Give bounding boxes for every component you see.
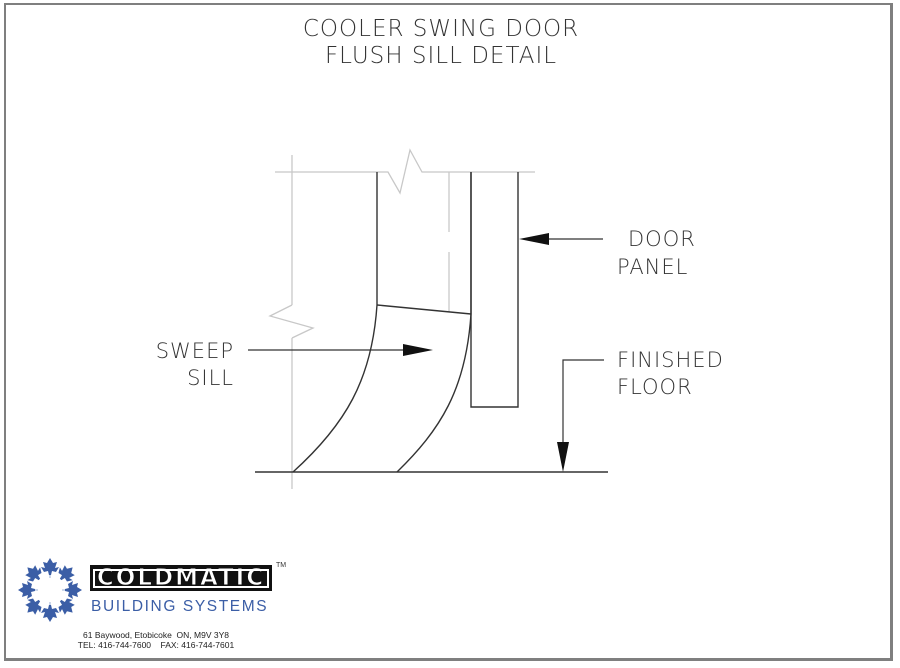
brand-name: COLDMATIC [91,566,271,590]
sweep-sill-curve-outer [292,304,378,473]
arrowhead-icon [519,233,549,245]
maple-leaf-ring-icon [18,558,82,622]
finished-floor-label-1: FINISHED [617,348,724,372]
brand-subtitle: BUILDING SYSTEMS [91,598,269,615]
coldmatic-logo-wordmark: COLDMATIC [90,565,272,591]
arrowhead-icon [403,344,433,356]
door-panel-label-2: PANEL [617,255,688,279]
sweep-sill-label-2: SILL [187,366,234,390]
trademark-symbol: TM [276,562,287,569]
finished-floor-label-2: FLOOR [617,375,693,399]
sweep-sill-curve-inner [396,313,472,473]
door-panel-label-1: DOOR [628,227,696,251]
sweep-sill-leader [248,344,433,356]
sweep-sill-label-1: SWEEP [156,339,234,363]
wall-break-lines [268,148,535,489]
company-address: 61 Baywood, Etobicoke ON, M9V 3Y8 [83,630,229,640]
arrowhead-icon [557,442,569,472]
finished-floor-leader [557,359,604,472]
door-panel-leader [519,233,603,245]
company-phone-fax: TEL: 416-744-7600 FAX: 416-744-7601 [77,640,235,650]
drawing-border [4,3,893,661]
sill-geometry [292,172,472,473]
title-line-2: FLUSH SILL DETAIL [325,43,557,69]
title-line-1: COOLER SWING DOOR [303,16,579,42]
door-panel [470,172,519,408]
